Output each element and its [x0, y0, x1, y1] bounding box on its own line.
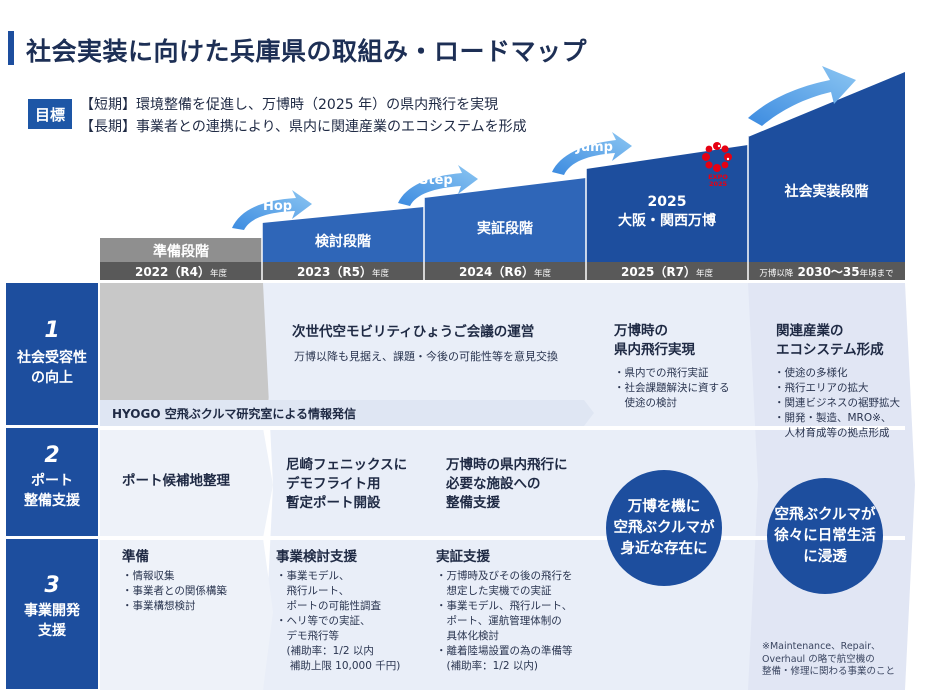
row-header-2-bg [6, 428, 98, 536]
year-2025: 2025（R7）年度 [620, 265, 713, 279]
year-2022: 2022（R4）年度 [134, 265, 227, 279]
goal-long-term: 【長期】事業者との連携により、県内に関連産業のエコシステムを形成 [80, 119, 527, 135]
hyogo-info-text: HYOGO 空飛ぶクルマ研究室による情報発信 [112, 407, 357, 421]
mro-footnote: ※Maintenance、Repair、 Overhaul の略で航空機の 整備… [762, 641, 896, 677]
row-1-number: 1 [44, 318, 60, 343]
expo-flight-title: 万博時の県内飛行実現 [614, 323, 695, 358]
year-2023: 2023（R5）年度 [296, 265, 389, 279]
year-2030-35: 万博以降 2030〜35年頃まで [759, 265, 894, 279]
row-3-name: 事業開発支援 [24, 603, 80, 639]
amagasaki-port-text: 尼崎フェニックスにデモフライト用暫定ポート開設 [286, 457, 408, 511]
hyogo-info-band [100, 400, 594, 426]
stage-review-bg [262, 207, 424, 262]
stage-review-label: 検討段階 [315, 234, 371, 250]
impl-circle-message: 空飛ぶクルマが徐々に日常生活に浸透 [767, 478, 883, 594]
stage-impl-bg [748, 72, 905, 262]
row-2-number: 2 [44, 443, 60, 468]
stage-impl-label: 社会実装段階 [784, 184, 869, 200]
expo-logo-text: EXPO 2025 [708, 173, 728, 188]
hop-arrow-icon [232, 190, 312, 230]
hop-label: Hop [263, 199, 293, 214]
port-candidate-text: ポート候補地整理 [122, 473, 230, 489]
row-2-name: ポート整備支援 [24, 473, 80, 509]
stage-expo-label: 2025 大阪・関西万博 [618, 194, 716, 229]
goal-badge: 目標 [28, 99, 72, 129]
jump-label: Jump [576, 140, 613, 155]
council-description: 万博以降も見据え、課題・今後の可能性等を意見交換 [294, 350, 558, 363]
title-accent-bar [8, 31, 14, 65]
row-3-number: 3 [44, 573, 60, 598]
review-column-band [263, 283, 435, 690]
review-support-title: 事業検討支援 [276, 549, 357, 565]
expo-flight-list: ・県内での飛行実証 ・社会課題解決に資する 使途の検討 [614, 367, 730, 409]
jump-arrow-icon [552, 132, 632, 175]
year-strip [100, 262, 905, 280]
stage-prep-label: 準備段階 [153, 244, 209, 260]
stage-prep-bg [100, 238, 262, 262]
row-header-1-bg [6, 283, 98, 425]
prep-list: ・情報収集 ・事業者との関係構築 ・事業構想検討 [122, 570, 227, 612]
prep-column-band [100, 283, 275, 425]
goal-short-term: 【短期】環境整備を促進し、万博時（2025 年）の県内飛行を実現 [80, 97, 499, 113]
row-1-name: 社会受容性の向上 [17, 350, 87, 386]
page-title: 社会実装に向けた兵庫県の取組み・ロードマップ [26, 37, 588, 66]
step-arrow-icon [398, 165, 478, 206]
big-arrow-icon [748, 66, 856, 126]
demo-support-list: ・万博時及びその後の飛行を 想定した実機での実証 ・事業モデル、飛行ルート、 ポ… [436, 570, 573, 672]
expo-facility-text: 万博時の県内飛行に必要な施設への整備支援 [446, 457, 568, 511]
stage-expo-bg [586, 145, 748, 262]
stage-demo-bg [424, 178, 586, 262]
prep-row3-band [100, 538, 273, 690]
ecosystem-title: 関連産業のエコシステム形成 [776, 323, 884, 358]
row-header-3-bg [6, 539, 98, 689]
prep-title: 準備 [122, 549, 149, 565]
ecosystem-list: ・使途の多様化 ・飛行エリアの拡大 ・関連ビジネスの裾野拡大 ・開発・製造、MR… [774, 367, 900, 439]
prep-row2-band [100, 428, 273, 538]
year-2024: 2024（R6）年度 [458, 265, 551, 279]
demo-column-band [423, 283, 598, 690]
expo-circle-message: 万博を機に空飛ぶクルマが身近な存在に [606, 470, 722, 586]
demo-support-title: 実証支援 [436, 549, 490, 565]
review-support-list: ・事業モデル、 飛行ルート、 ポートの可能性調査 ・ヘリ等での実証、 デモ飛行等… [276, 570, 401, 672]
step-label: Step [419, 173, 453, 188]
council-title: 次世代空モビリティひょうご会議の運営 [292, 324, 535, 340]
stage-demo-label: 実証段階 [477, 221, 533, 237]
expo-logo-icon [702, 142, 732, 172]
